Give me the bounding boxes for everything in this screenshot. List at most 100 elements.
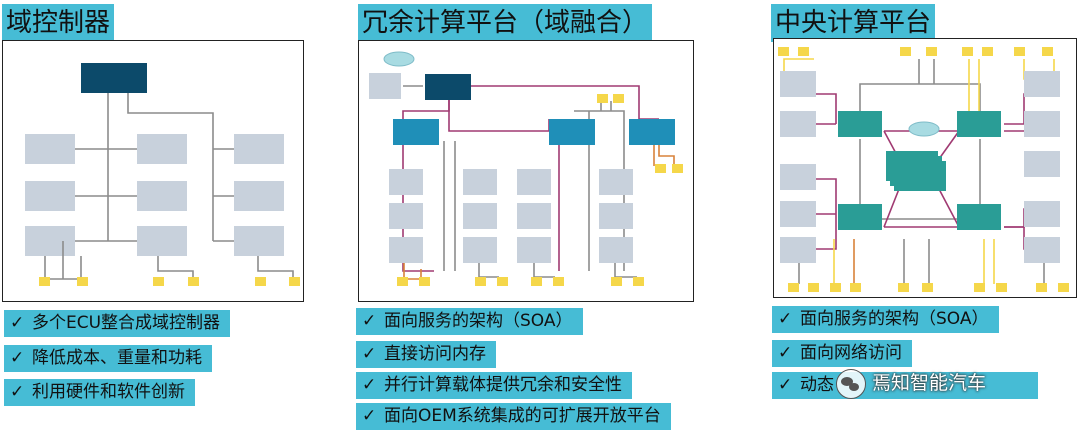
central-compute-node <box>894 161 946 191</box>
bullet-text: 动态 <box>800 375 834 395</box>
ecu-node <box>234 134 284 164</box>
ecu-node <box>517 203 551 229</box>
gateway-node <box>369 73 401 99</box>
sensor-node <box>996 283 1007 292</box>
ecu-node <box>389 169 423 195</box>
sensor-node <box>900 47 911 56</box>
ecu-node <box>517 169 551 195</box>
diagram-central-platform <box>773 38 1077 298</box>
ecu-node <box>1024 111 1060 137</box>
check-icon: ✓ <box>10 382 25 402</box>
sensor-node <box>850 283 861 292</box>
bus-line <box>478 263 499 278</box>
bus-line <box>859 83 981 124</box>
ecu-node <box>517 237 551 263</box>
bullet-2-4: ✓面向OEM系统集成的可扩展开放平台 <box>356 403 671 430</box>
ecu-node <box>389 203 423 229</box>
check-icon: ✓ <box>10 348 25 368</box>
bus-line <box>938 188 960 228</box>
bus-line <box>883 188 900 228</box>
sensor-node <box>613 94 624 103</box>
watermark-text: 焉知智能汽车 <box>872 372 987 394</box>
bus-line <box>814 178 837 227</box>
ecu-node <box>137 181 187 211</box>
ecu-node <box>1024 71 1060 97</box>
ecu-node <box>389 237 423 263</box>
sensor-node <box>1036 283 1047 292</box>
ecu-node <box>25 181 75 211</box>
sensor-node <box>778 47 789 56</box>
bus-line <box>127 91 214 241</box>
section-title-domain-controller: 域控制器 <box>2 4 115 42</box>
bullet-text: 并行计算载体提供冗余和安全性 <box>384 375 622 395</box>
bus-line <box>814 93 837 124</box>
ecu-node <box>137 134 187 164</box>
section-title-central-platform: 中央计算平台 <box>771 4 936 42</box>
bus-line <box>403 263 422 280</box>
sensor-node <box>633 277 644 286</box>
bullet-text: 直接访问内存 <box>384 344 486 364</box>
watermark: 焉知智能汽车 <box>836 366 986 400</box>
sensor-node <box>531 277 542 286</box>
bus-line <box>533 263 555 278</box>
sensor-node <box>188 277 199 286</box>
cloud-icon <box>383 51 415 67</box>
ecu-node <box>234 181 284 211</box>
bullet-2-1: ✓ 面向服务的架构（SOA） <box>356 308 583 335</box>
sensor-node <box>611 277 622 286</box>
sensor-node <box>497 277 508 286</box>
bus-line <box>814 227 837 250</box>
sensor-node <box>419 277 430 286</box>
sensor-node <box>798 47 809 56</box>
ecu-node <box>137 226 187 256</box>
zone-controller-node <box>957 204 1001 230</box>
sensor-node <box>655 164 666 173</box>
domain-node <box>549 119 595 145</box>
check-icon: ✓ <box>362 344 377 364</box>
wechat-icon <box>836 368 866 399</box>
domain-controller-node <box>81 63 147 93</box>
bus-line <box>469 85 659 120</box>
sensor-node <box>788 283 799 292</box>
bullet-1-3: ✓ 利用硬件和软件创新 <box>4 379 195 406</box>
check-icon: ✓ <box>778 309 793 329</box>
diagram-domain-controller <box>2 40 304 302</box>
sensor-node <box>922 283 933 292</box>
sensor-node <box>1058 283 1069 292</box>
ecu-node <box>599 237 633 263</box>
bullet-text: 利用硬件和软件创新 <box>32 382 185 402</box>
ecu-node <box>780 71 816 97</box>
sensor-node <box>289 277 300 286</box>
bullet-3-3: ✓动态 <box>772 372 1038 399</box>
diagram-redundant-platform <box>358 40 694 302</box>
ecu-node <box>780 237 816 263</box>
bullet-text: 面向网络访问 <box>800 343 902 363</box>
check-icon: ✓ <box>362 406 377 426</box>
sensor-node <box>39 277 50 286</box>
bus-line <box>938 130 960 160</box>
ecu-node <box>780 201 816 227</box>
domain-node <box>629 119 675 145</box>
sensor-node <box>808 283 819 292</box>
sensor-node <box>475 277 486 286</box>
zone-controller-node <box>838 111 882 137</box>
bullet-text: 降低成本、重量和功耗 <box>32 348 202 368</box>
sensor-node <box>153 277 164 286</box>
ecu-node <box>463 169 497 195</box>
redundant-platform-diagram <box>369 51 683 286</box>
check-icon: ✓ <box>778 343 793 363</box>
sensor-node <box>672 164 683 173</box>
bullet-text: 面向服务的架构（SOA） <box>384 311 573 331</box>
sensor-node <box>397 277 408 286</box>
ecu-node <box>599 203 633 229</box>
check-icon: ✓ <box>362 311 377 331</box>
bus-line <box>157 256 194 279</box>
check-icon: ✓ <box>362 375 377 395</box>
bullet-2-3: ✓ 并行计算载体提供冗余和安全性 <box>356 372 632 399</box>
domain-node <box>393 119 439 145</box>
sensor-node <box>1042 47 1053 56</box>
sensor-node <box>597 94 608 103</box>
ecu-node <box>599 169 633 195</box>
sensor-node <box>77 277 88 286</box>
section-title-redundant-platform: 冗余计算平台（域融合） <box>358 4 653 42</box>
